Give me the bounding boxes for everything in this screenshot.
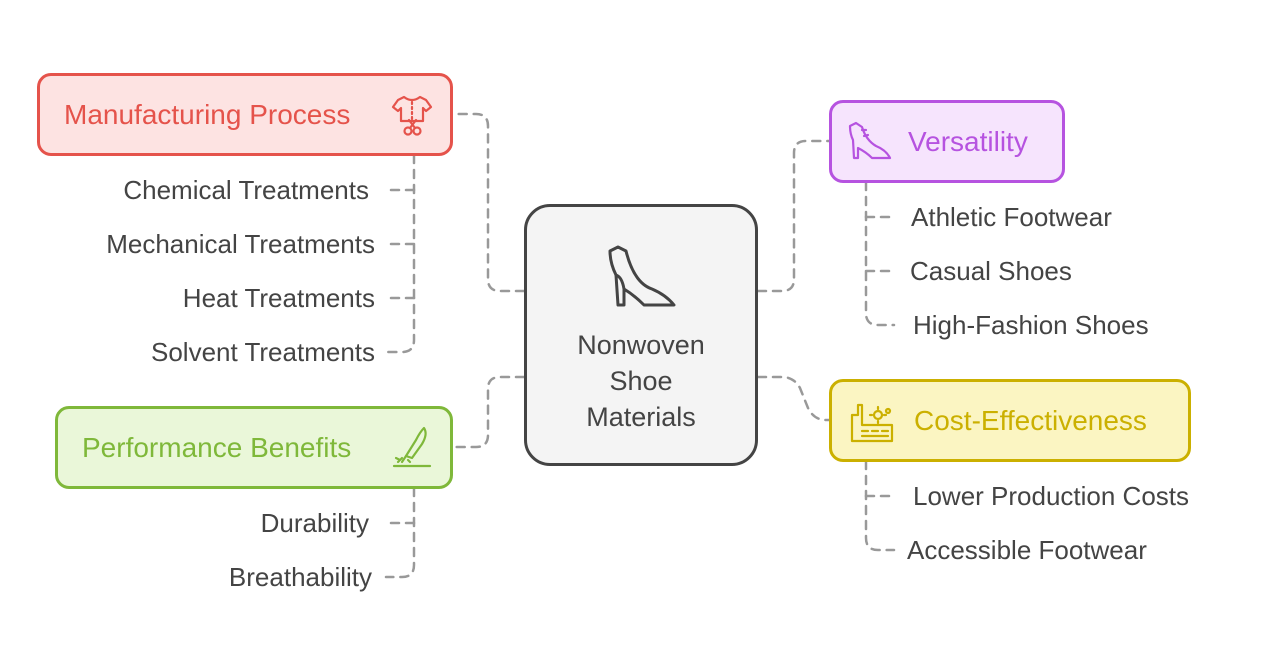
branch-title: Cost-Effectiveness (914, 404, 1147, 436)
factory-icon (848, 397, 896, 445)
branch-versatility: Versatility (829, 100, 1065, 183)
shirt-scissors-icon (388, 91, 436, 139)
list-item-solvent-treatments: Solvent Treatments (151, 337, 375, 367)
high-heel-icon (846, 118, 894, 166)
branch-title: Manufacturing Process (64, 98, 351, 130)
branch-title: Versatility (908, 125, 1028, 157)
branch-performance-benefits: Performance Benefits (55, 406, 453, 489)
high-heel-icon (604, 243, 684, 315)
central-topic-node: Nonwoven Shoe Materials (524, 204, 758, 466)
list-item-heat-treatments: Heat Treatments (182, 283, 375, 313)
list-item-lower-production-costs: Lower Production Costs (913, 481, 1190, 511)
list-item-chemical-treatments: Chemical Treatments (123, 175, 369, 205)
feather-pen-icon (388, 424, 436, 472)
branch-manufacturing-process: Manufacturing Process (37, 73, 453, 156)
list-item-athletic-footwear: Athletic Footwear (911, 202, 1112, 232)
list-item-breathability: Breathability (228, 562, 372, 592)
list-item-high-fashion-shoes: High-Fashion Shoes (913, 310, 1149, 340)
list-item-durability: Durability (260, 508, 369, 538)
list-item-mechanical-treatments: Mechanical Treatments (106, 229, 375, 259)
list-item-accessible-footwear: Accessible Footwear (907, 535, 1147, 565)
list-item-casual-shoes: Casual Shoes (910, 256, 1072, 286)
branch-title: Performance Benefits (82, 431, 352, 463)
branch-cost-effectiveness: Cost-Effectiveness (829, 379, 1191, 462)
central-topic-title: Nonwoven Shoe Materials (577, 330, 705, 432)
